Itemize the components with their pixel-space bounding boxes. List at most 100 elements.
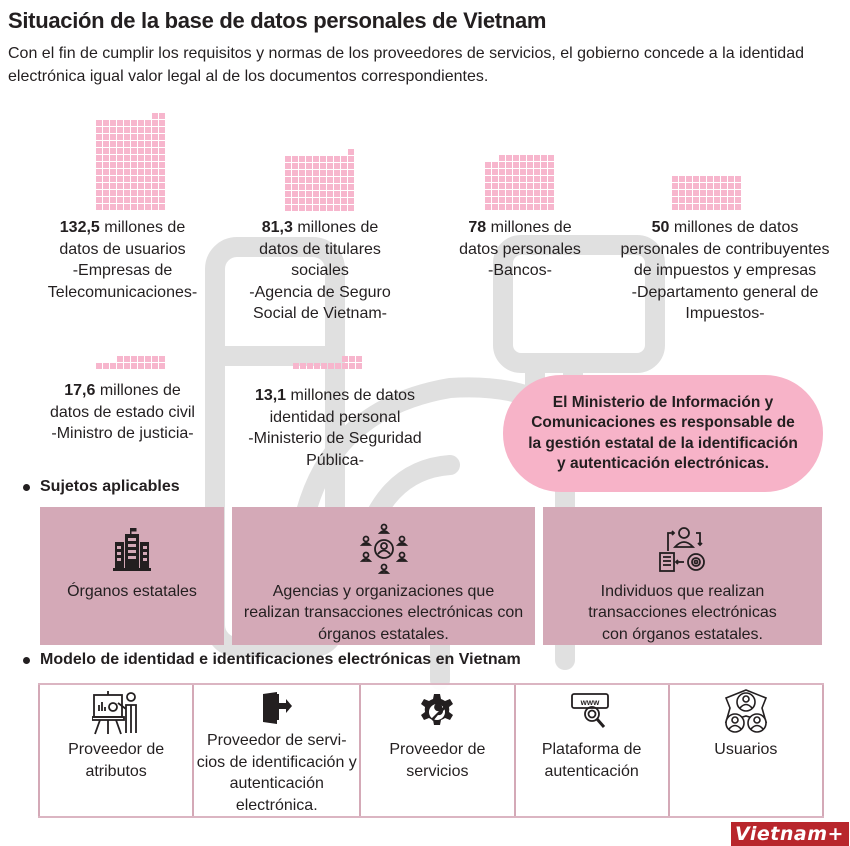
stat-value: 50 <box>651 219 670 236</box>
waffle-square <box>693 204 699 210</box>
waffle-square <box>693 190 699 196</box>
waffle-square <box>534 169 540 175</box>
waffle-square <box>679 176 685 182</box>
waffle-square <box>292 163 298 169</box>
waffle-square <box>117 197 123 203</box>
waffle-square <box>131 204 137 210</box>
waffle-square <box>138 141 144 147</box>
waffle-square <box>707 176 713 182</box>
waffle-square <box>306 184 312 190</box>
waffle-square <box>138 356 144 362</box>
stat-value: 78 <box>468 219 487 236</box>
waffle-square <box>306 177 312 183</box>
waffle-square <box>159 120 165 126</box>
waffle-square <box>96 183 102 189</box>
waffle-square <box>124 162 130 168</box>
subjects-cards: Órganos estatales Agencias y organizacio… <box>40 507 822 645</box>
waffle-square <box>117 120 123 126</box>
waffle-square <box>541 155 547 161</box>
waffle-square <box>499 204 505 210</box>
waffle-square <box>131 127 137 133</box>
waffle-square <box>300 363 306 369</box>
waffle-square <box>714 176 720 182</box>
waffle-square <box>485 204 491 210</box>
subject-card-individuals: Individuos que realizan transacciones el… <box>543 507 822 645</box>
gear-wrench-icon <box>421 694 454 725</box>
waffle-square <box>728 197 734 203</box>
waffle-square <box>285 163 291 169</box>
bullet-icon <box>23 656 30 664</box>
waffle-square <box>152 169 158 175</box>
stat-value: 132,5 <box>59 219 100 236</box>
organization-network-icon <box>359 523 408 574</box>
model-item-identification-provider: Proveedor de servi-cios de identificació… <box>192 685 360 816</box>
waffle-square <box>548 190 554 196</box>
waffle-social-security <box>285 149 354 211</box>
stat-value: 81,3 <box>261 219 293 236</box>
svg-text:www: www <box>579 698 599 707</box>
waffle-square <box>728 176 734 182</box>
waffle-square <box>131 155 137 161</box>
waffle-square <box>131 190 137 196</box>
waffle-square <box>138 120 144 126</box>
waffle-square <box>320 191 326 197</box>
www-search-icon: www <box>570 693 609 728</box>
waffle-square <box>513 155 519 161</box>
waffle-square <box>138 183 144 189</box>
subject-label: Órganos estatales <box>67 583 197 600</box>
waffle-square <box>348 156 354 162</box>
waffle-square <box>534 176 540 182</box>
waffle-square <box>131 356 137 362</box>
waffle-square <box>527 190 533 196</box>
waffle-square <box>110 162 116 168</box>
waffle-square <box>110 148 116 154</box>
waffle-square <box>672 190 678 196</box>
waffle-square <box>138 190 144 196</box>
waffle-square <box>506 162 512 168</box>
waffle-square <box>492 190 498 196</box>
waffle-square <box>693 176 699 182</box>
waffle-square <box>152 141 158 147</box>
waffle-square <box>145 120 151 126</box>
waffle-square <box>313 184 319 190</box>
waffle-square <box>520 197 526 203</box>
waffle-square <box>159 162 165 168</box>
waffle-square <box>152 190 158 196</box>
waffle-square <box>541 162 547 168</box>
waffle-square <box>707 183 713 189</box>
waffle-square <box>320 156 326 162</box>
waffle-square <box>299 156 305 162</box>
waffle-square <box>735 183 741 189</box>
model-item-service-provider: Proveedor de servicios <box>359 685 514 816</box>
waffle-square <box>306 205 312 211</box>
waffle-square <box>707 197 713 203</box>
waffle-square <box>721 204 727 210</box>
waffle-square <box>320 198 326 204</box>
waffle-square <box>138 155 144 161</box>
model-label: Proveedor de atributos <box>68 741 165 780</box>
waffle-square <box>96 197 102 203</box>
waffle-square <box>313 205 319 211</box>
waffle-square <box>686 183 692 189</box>
waffle-square <box>285 184 291 190</box>
waffle-square <box>499 169 505 175</box>
waffle-square <box>714 197 720 203</box>
waffle-square <box>152 183 158 189</box>
waffle-square <box>485 190 491 196</box>
waffle-square <box>492 204 498 210</box>
waffle-square <box>124 134 130 140</box>
waffle-square <box>292 177 298 183</box>
waffle-square <box>145 162 151 168</box>
waffle-square <box>320 163 326 169</box>
waffle-square <box>103 204 109 210</box>
waffle-square <box>320 170 326 176</box>
waffle-square <box>499 162 505 168</box>
waffle-square <box>152 134 158 140</box>
waffle-square <box>117 190 123 196</box>
waffle-square <box>292 205 298 211</box>
waffle-square <box>513 176 519 182</box>
waffle-square <box>313 198 319 204</box>
waffle-square <box>341 163 347 169</box>
waffle-square <box>117 363 123 369</box>
waffle-square <box>110 141 116 147</box>
